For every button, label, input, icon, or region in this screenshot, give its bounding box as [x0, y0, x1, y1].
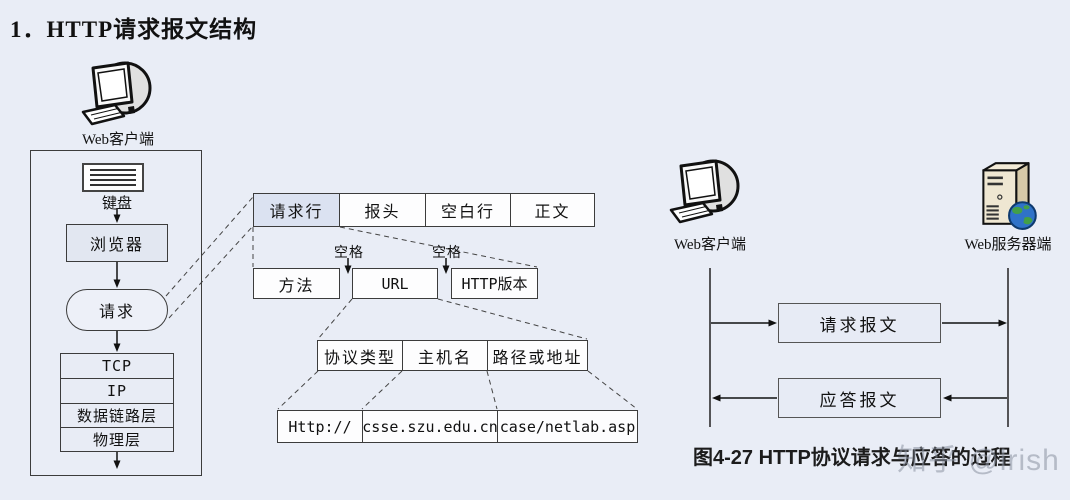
example-protocol: Http://	[277, 410, 363, 443]
request-capsule: 请求	[66, 289, 168, 331]
part-url: URL	[352, 268, 438, 299]
keyboard-shape	[81, 103, 126, 126]
part-method: 方法	[253, 268, 340, 299]
stack-row-datalink: 数据链路层	[61, 403, 173, 427]
watermark: 知乎 @lrish	[897, 444, 1060, 477]
url-part-protocol: 协议类型	[317, 340, 403, 371]
figure-caption: 图4-27 HTTP协议请求与应答的过程	[693, 447, 1011, 469]
server-icon	[982, 162, 1037, 230]
dashed-urlparts-2	[361, 370, 403, 410]
request-message-box: 请求报文	[778, 303, 941, 343]
dashed-url-left	[317, 298, 353, 340]
keyboard-label: 键盘	[101, 196, 132, 212]
client-computer-icon	[669, 159, 740, 224]
section-request-line: 请求行	[253, 193, 340, 227]
section-headers: 报头	[339, 193, 426, 227]
sequence-client-label: Web客户端	[673, 237, 747, 253]
url-part-path: 路径或地址	[487, 340, 588, 371]
left-client-label: Web客户端	[81, 132, 155, 148]
client-process-frame	[30, 150, 202, 476]
stack-row-physical: 物理层	[61, 427, 173, 451]
stack-row-tcp: TCP	[101, 357, 133, 375]
dashed-urlparts-4	[587, 370, 638, 410]
dashed-urlparts-3	[486, 370, 498, 410]
sequence-server-label: Web服务器端	[964, 237, 1052, 253]
section-body: 正文	[510, 193, 595, 227]
example-host: csse.szu.edu.cn	[362, 410, 498, 443]
space-label-1: 空格	[334, 246, 364, 261]
page-title: 1．HTTP请求报文结构	[10, 17, 258, 42]
client-computer-icon	[81, 61, 152, 126]
space-label-2: 空格	[432, 246, 462, 261]
keyboard-icon	[82, 163, 144, 192]
url-part-host: 主机名	[402, 340, 488, 371]
section-blank-line: 空白行	[425, 193, 511, 227]
dashed-url-right	[437, 298, 588, 340]
response-message-box: 应答报文	[778, 378, 941, 418]
protocol-stack: TCP IP 数据链路层 物理层	[60, 353, 174, 452]
dashed-urlparts-1	[277, 370, 319, 410]
globe-icon	[1008, 201, 1037, 230]
stack-row-ip: IP	[61, 378, 173, 403]
example-path: case/netlab.asp	[497, 410, 638, 443]
part-http-version: HTTP版本	[451, 268, 538, 299]
browser-box: 浏览器	[66, 224, 168, 262]
